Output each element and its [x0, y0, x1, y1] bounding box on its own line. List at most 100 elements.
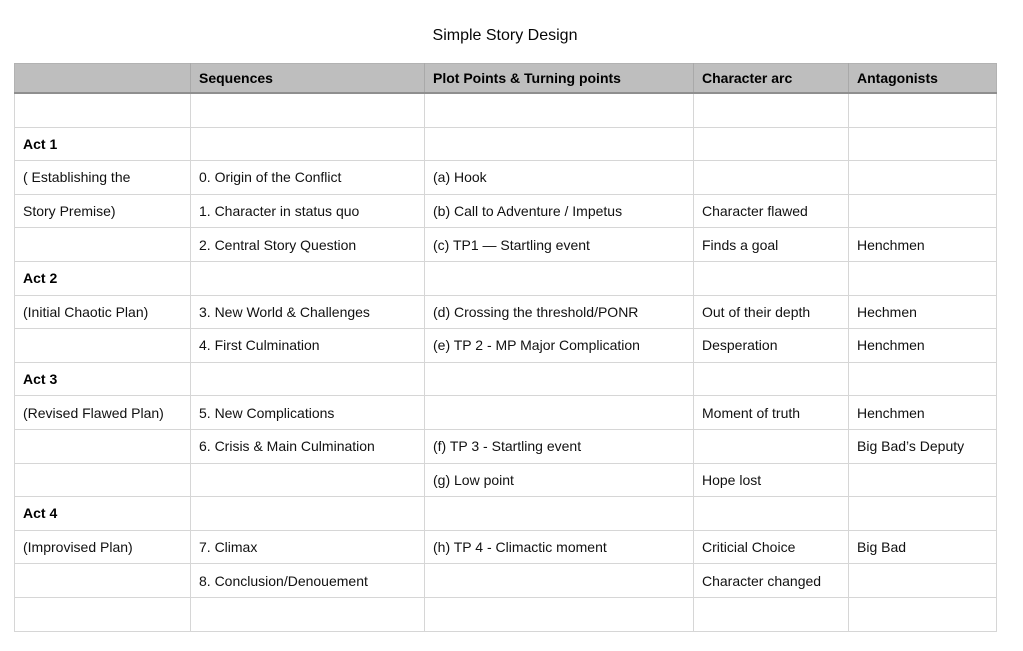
cell: Act 2	[14, 260, 191, 296]
column-header: Character arc	[693, 63, 849, 94]
page-title: Simple Story Design	[432, 27, 578, 44]
cell: (Initial Chaotic Plan)	[14, 294, 191, 330]
cell: 3. New World & Challenges	[190, 294, 425, 330]
cell	[693, 126, 849, 162]
cell: (Improvised Plan)	[14, 529, 191, 565]
cell	[424, 260, 694, 296]
cell: 7. Climax	[190, 529, 425, 565]
column-header	[14, 63, 191, 94]
cell	[693, 596, 849, 632]
cell	[424, 361, 694, 397]
cell	[424, 92, 694, 128]
cell: Henchmen	[848, 395, 997, 430]
cell	[693, 428, 849, 464]
column-header: Plot Points & Turning points	[424, 63, 694, 94]
cell	[848, 126, 997, 162]
table-row	[14, 596, 997, 632]
cell: Character flawed	[693, 193, 849, 229]
table-row: (Revised Flawed Plan)5. New Complication…	[14, 395, 997, 430]
cell	[848, 596, 997, 632]
cell: Act 1	[14, 126, 191, 162]
table-row: Act 1	[14, 126, 997, 162]
table-row: 2. Central Story Question(c) TP1 — Start…	[14, 227, 997, 262]
cell	[424, 395, 694, 430]
table-row: Story Premise)1. Character in status quo…	[14, 193, 997, 229]
cell	[190, 126, 425, 162]
table-row: (Initial Chaotic Plan)3. New World & Cha…	[14, 294, 997, 330]
cell	[14, 462, 191, 498]
cell: Act 4	[14, 496, 191, 531]
table-row: Act 3	[14, 361, 997, 397]
cell	[848, 462, 997, 498]
cell	[14, 328, 191, 363]
cell: Act 3	[14, 361, 191, 397]
cell: (b) Call to Adventure / Impetus	[424, 193, 694, 229]
cell: (c) TP1 — Startling event	[424, 227, 694, 262]
cell	[14, 428, 191, 464]
cell: Desperation	[693, 328, 849, 363]
cell: Hope lost	[693, 462, 849, 498]
cell	[693, 496, 849, 531]
cell	[848, 260, 997, 296]
cell: Criticial Choice	[693, 529, 849, 565]
cell	[848, 496, 997, 531]
cell: Henchmen	[848, 227, 997, 262]
cell: 8. Conclusion/Denouement	[190, 563, 425, 598]
cell: 0. Origin of the Conflict	[190, 160, 425, 195]
cell: (h) TP 4 - Climactic moment	[424, 529, 694, 565]
cell	[424, 563, 694, 598]
cell	[14, 596, 191, 632]
column-header: Sequences	[190, 63, 425, 94]
cell: ( Establishing the	[14, 160, 191, 195]
cell: Big Bad’s Deputy	[848, 428, 997, 464]
cell: Story Premise)	[14, 193, 191, 229]
cell: Moment of truth	[693, 395, 849, 430]
cell	[693, 260, 849, 296]
cell: 5. New Complications	[190, 395, 425, 430]
cell: 1. Character in status quo	[190, 193, 425, 229]
cell	[848, 92, 997, 128]
cell	[190, 260, 425, 296]
table-row: (Improvised Plan)7. Climax(h) TP 4 - Cli…	[14, 529, 997, 565]
cell: Out of their depth	[693, 294, 849, 330]
cell	[848, 361, 997, 397]
cell	[14, 227, 191, 262]
cell: (d) Crossing the threshold/PONR	[424, 294, 694, 330]
cell	[14, 92, 191, 128]
cell	[424, 596, 694, 632]
cell: 2. Central Story Question	[190, 227, 425, 262]
cell	[848, 563, 997, 598]
cell	[190, 361, 425, 397]
cell: 4. First Culmination	[190, 328, 425, 363]
table-row: Act 4	[14, 496, 997, 531]
cell: Henchmen	[848, 328, 997, 363]
cell	[848, 160, 997, 195]
cell: (Revised Flawed Plan)	[14, 395, 191, 430]
table-row	[14, 92, 997, 128]
cell	[693, 160, 849, 195]
cell	[693, 92, 849, 128]
cell	[190, 596, 425, 632]
cell: Hechmen	[848, 294, 997, 330]
column-header: Antagonists	[848, 63, 997, 94]
cell: Finds a goal	[693, 227, 849, 262]
table-row: 6. Crisis & Main Culmination(f) TP 3 - S…	[14, 428, 997, 464]
cell: 6. Crisis & Main Culmination	[190, 428, 425, 464]
cell	[190, 496, 425, 531]
cell: (a) Hook	[424, 160, 694, 195]
table-row: Act 2	[14, 260, 997, 296]
cell	[424, 496, 694, 531]
cell	[424, 126, 694, 162]
cell	[190, 462, 425, 498]
cell	[848, 193, 997, 229]
table-row: 4. First Culmination(e) TP 2 - MP Major …	[14, 328, 997, 363]
cell	[693, 361, 849, 397]
cell	[14, 563, 191, 598]
cell: (f) TP 3 - Startling event	[424, 428, 694, 464]
